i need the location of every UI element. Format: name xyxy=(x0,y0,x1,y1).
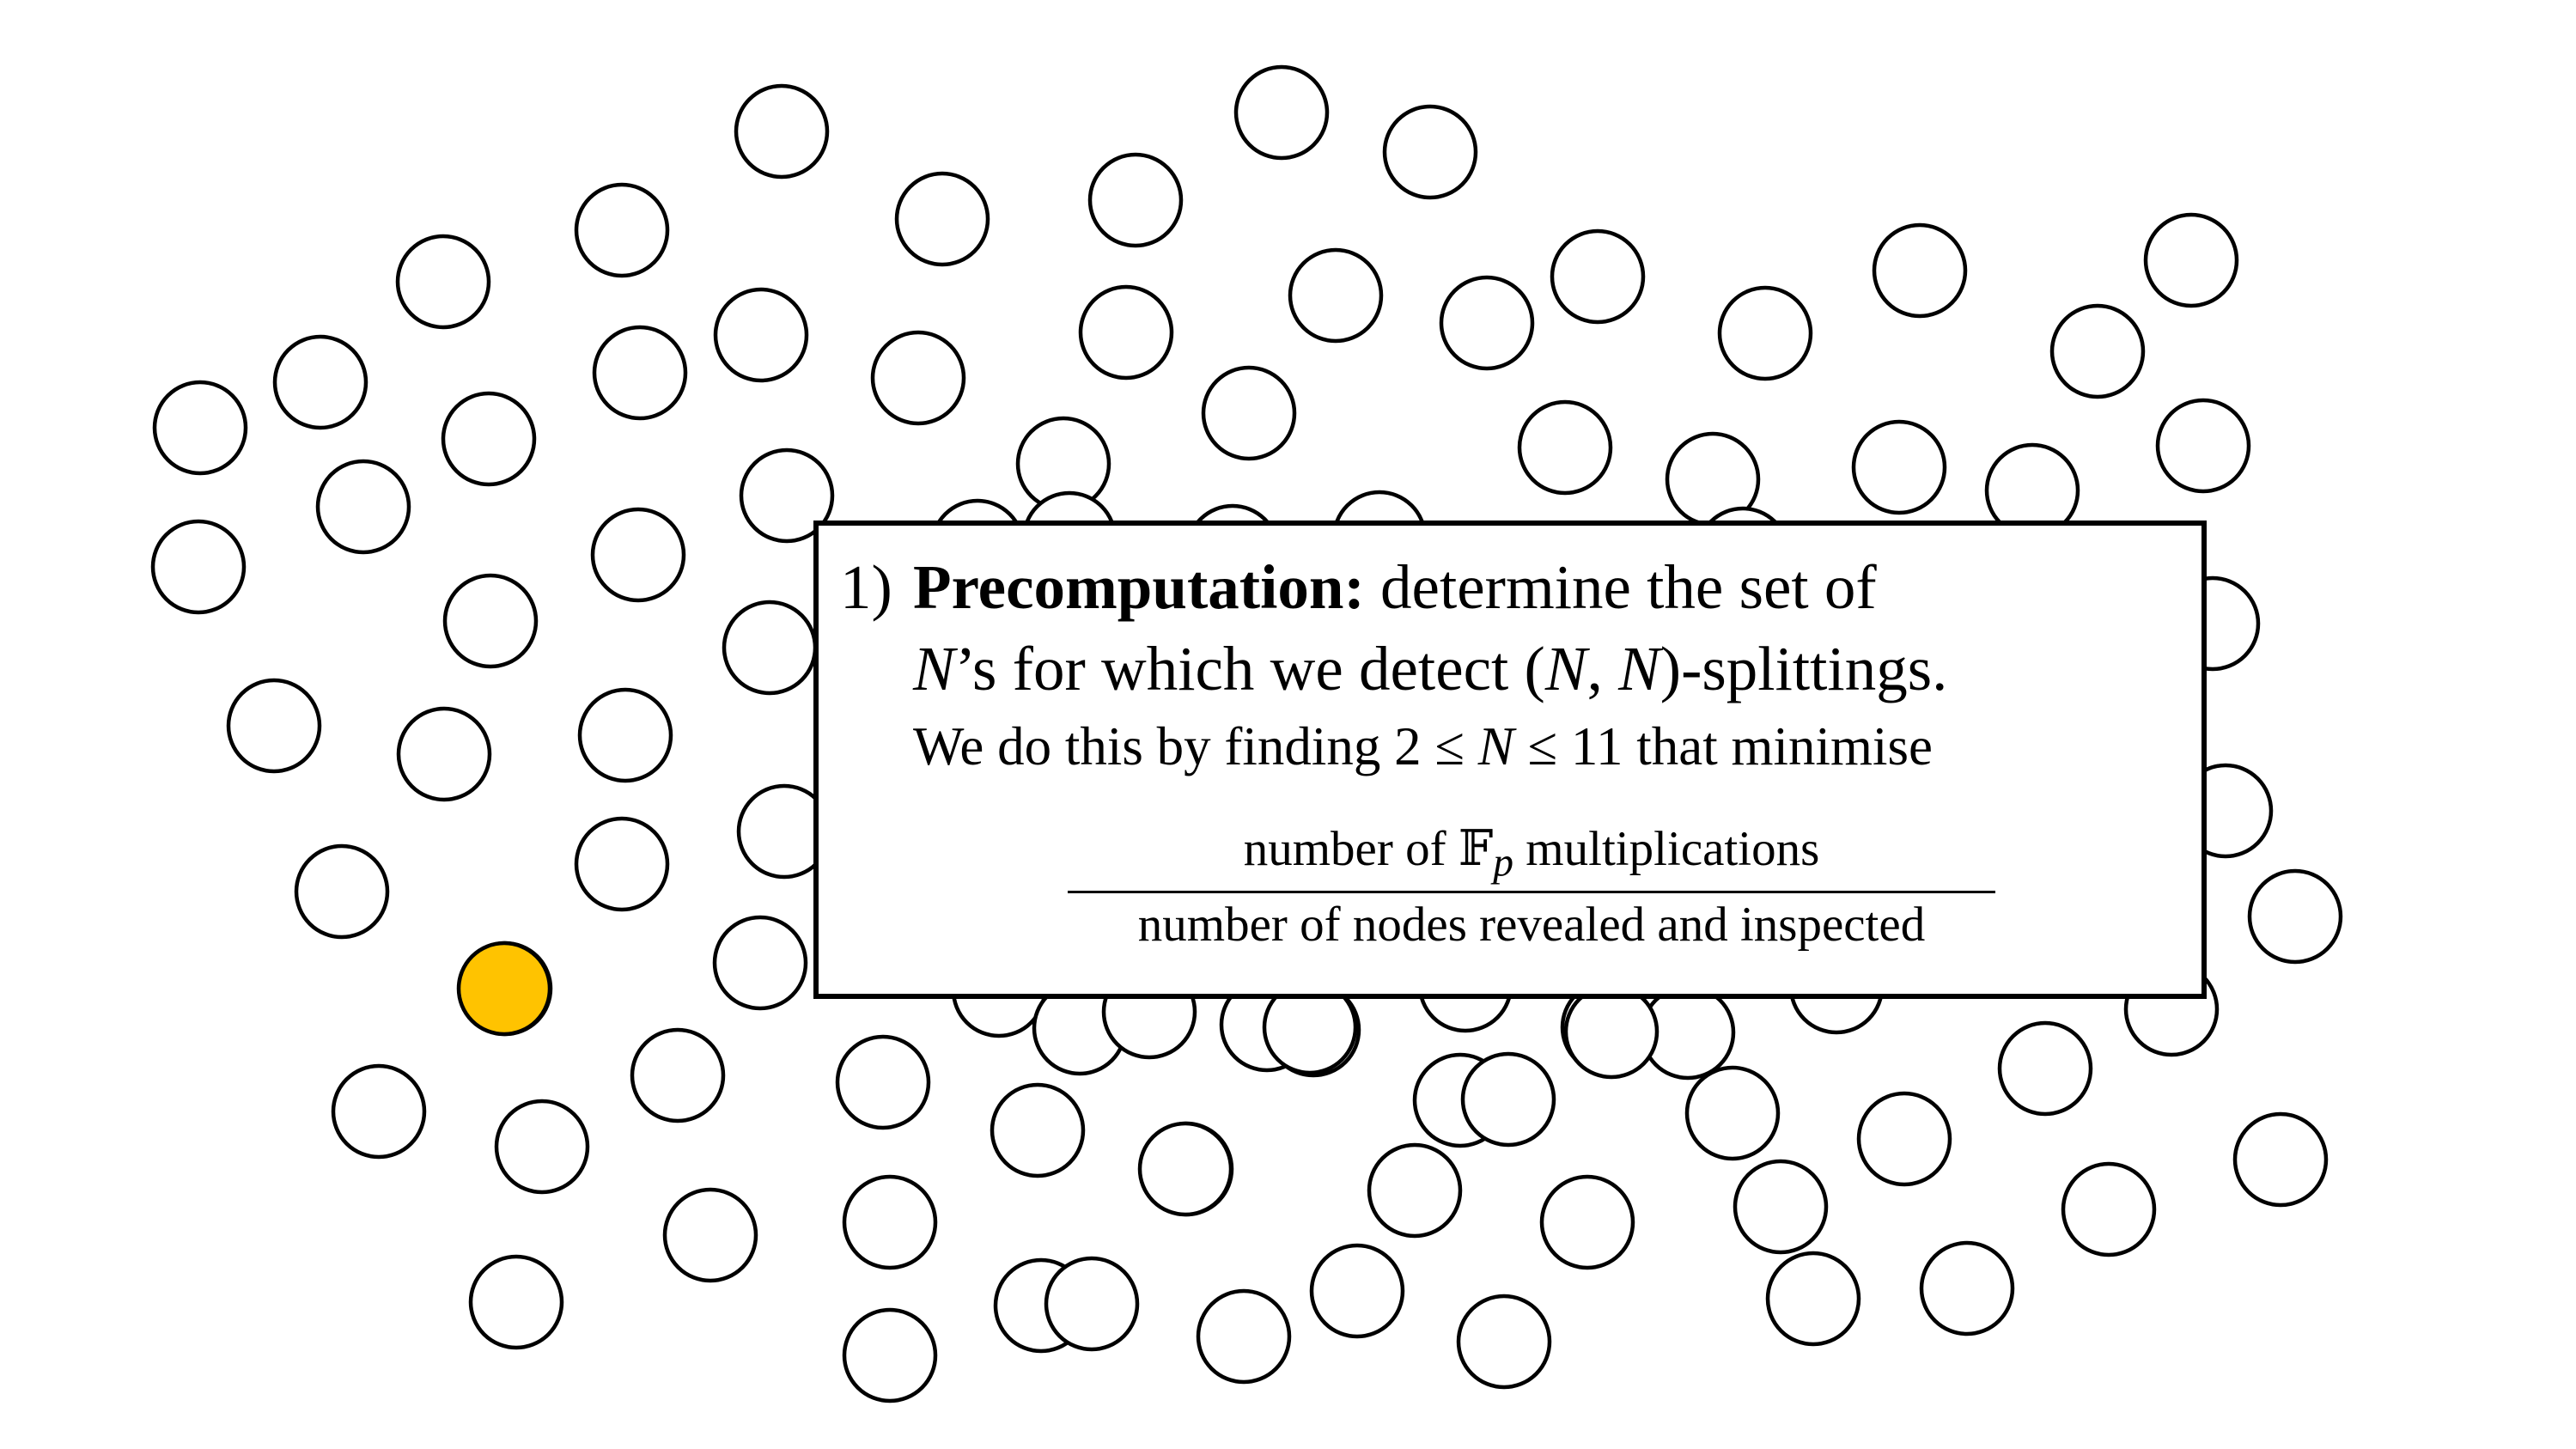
pair-comma: , xyxy=(1586,634,1619,703)
graph-node xyxy=(395,234,491,330)
graph-node xyxy=(1137,1121,1233,1217)
graph-node xyxy=(442,573,539,669)
graph-node xyxy=(1439,275,1535,371)
graph-node xyxy=(441,391,537,487)
graph-node xyxy=(842,1174,938,1270)
step-line2-tail: )-splittings. xyxy=(1659,634,1948,703)
var-n: N xyxy=(913,634,955,703)
graph-node xyxy=(1288,247,1384,344)
graph-node xyxy=(1367,1142,1463,1239)
graph-node xyxy=(574,816,670,912)
graph-node xyxy=(894,171,990,267)
graph-node xyxy=(272,334,368,430)
graph-node xyxy=(315,459,411,555)
graph-node xyxy=(396,706,492,802)
var-n-pair-a: N xyxy=(1544,634,1587,703)
graph-node xyxy=(590,507,686,603)
graph-node xyxy=(331,1063,427,1160)
graph-node xyxy=(1684,1065,1781,1161)
graph-node xyxy=(739,447,835,544)
graph-node xyxy=(1563,983,1659,1080)
graph-node xyxy=(1201,365,1297,461)
graph-node xyxy=(1456,1294,1552,1390)
graph-node xyxy=(294,843,390,940)
graph-node xyxy=(1997,1020,2093,1117)
graph-node xyxy=(1919,1240,2015,1336)
graph-node xyxy=(577,687,673,783)
frac-num-post: multiplications xyxy=(1513,822,1820,876)
var-n-bound: N xyxy=(1477,716,1514,776)
graph-node xyxy=(734,83,830,180)
graph-node xyxy=(2049,303,2146,399)
graph-node xyxy=(1872,222,1968,319)
graph-node xyxy=(630,1027,726,1123)
fraction-denominator: number of nodes revealed and inspected xyxy=(1137,898,1926,952)
fraction-bar xyxy=(1068,891,1995,893)
graph-node xyxy=(662,1187,758,1283)
step-line3: We do this by finding 2 ≤ N ≤ 11 that mi… xyxy=(913,720,1933,774)
graph-node xyxy=(713,287,809,383)
graph-node xyxy=(1078,284,1174,381)
graph-node xyxy=(835,1034,931,1130)
graph-node xyxy=(990,1082,1086,1178)
step-line1-text: determine the set of xyxy=(1364,552,1877,622)
graph-node xyxy=(1196,1288,1292,1385)
graph-node xyxy=(1765,1251,1861,1347)
step-title: Precomputation: xyxy=(913,552,1365,622)
frac-num-pre: number of xyxy=(1243,822,1459,876)
graph-node xyxy=(1233,64,1330,161)
graph-node xyxy=(712,915,808,1011)
graph-node xyxy=(494,1099,590,1195)
graph-node xyxy=(870,330,966,426)
step-line3-post: ≤ 11 that minimise xyxy=(1513,716,1933,776)
graph-node xyxy=(1044,1256,1140,1352)
graph-node xyxy=(574,182,670,278)
graph-node xyxy=(2232,1111,2329,1208)
graph-node xyxy=(2061,1161,2157,1257)
graph-node xyxy=(152,380,248,476)
graph-node xyxy=(842,1307,938,1403)
graph-node xyxy=(1382,104,1478,200)
var-n-pair-b: N xyxy=(1618,634,1660,703)
graph-node xyxy=(1851,419,1947,515)
step-number: 1) xyxy=(840,552,892,622)
fraction-numerator: number of 𝔽p multiplications xyxy=(1068,825,1995,884)
graph-node xyxy=(1733,1159,1829,1255)
highlighted-node xyxy=(456,941,552,1037)
step-line3-pre: We do this by finding 2 ≤ xyxy=(913,716,1478,776)
graph-node xyxy=(592,325,688,421)
graph-node xyxy=(722,600,818,696)
graph-node xyxy=(1550,228,1646,325)
graph-node xyxy=(2155,398,2251,494)
field-symbol: 𝔽 xyxy=(1458,820,1494,877)
graph-node xyxy=(2143,212,2239,308)
graph-node xyxy=(1087,152,1184,248)
step-heading-line: 1)Precomputation: determine the set of xyxy=(840,556,1877,618)
graph-node xyxy=(1517,399,1613,496)
graph-node xyxy=(150,519,247,615)
step-line2-text: ’s for which we detect ( xyxy=(954,634,1545,703)
graph-node xyxy=(1856,1091,1952,1187)
field-subscript: p xyxy=(1493,840,1514,886)
graph-node xyxy=(1539,1174,1635,1270)
graph-node xyxy=(1309,1243,1405,1339)
graph-node xyxy=(226,678,322,774)
graph-node xyxy=(1460,1051,1556,1148)
graph-node xyxy=(468,1254,564,1350)
graph-node xyxy=(2247,868,2343,965)
graph-node xyxy=(1717,285,1813,381)
precomputation-box: 1)Precomputation: determine the set of N… xyxy=(813,521,2207,999)
step-line2: N’s for which we detect (N, N)-splitting… xyxy=(913,637,1947,700)
